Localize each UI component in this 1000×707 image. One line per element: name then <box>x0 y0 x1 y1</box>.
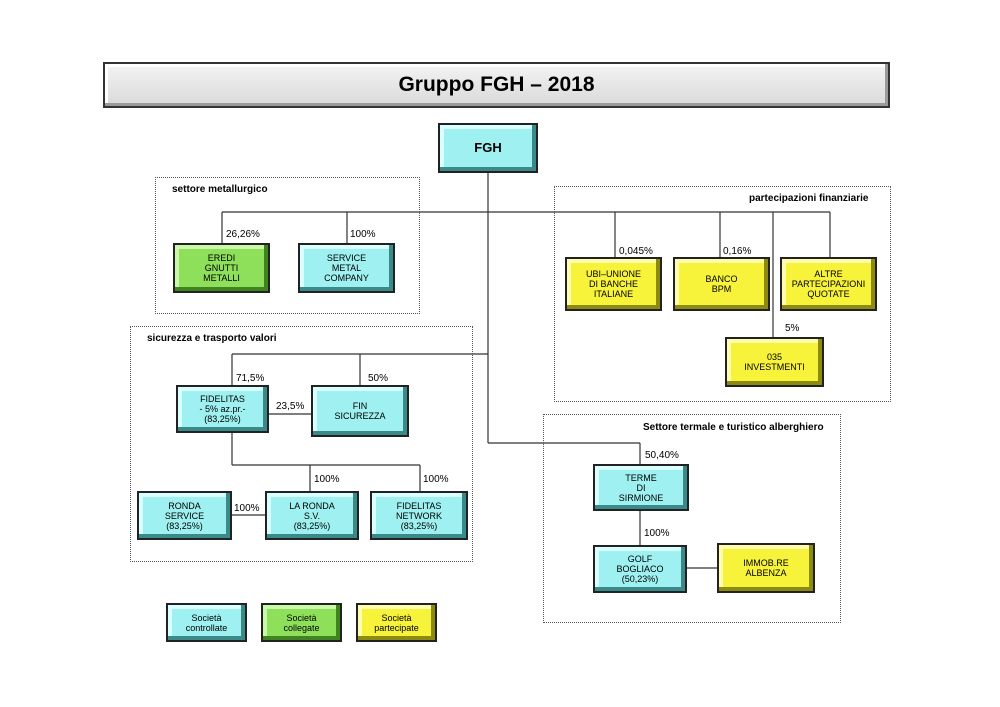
chart-title: Gruppo FGH – 2018 <box>103 62 890 108</box>
node-fgh-label: FGH <box>474 140 502 155</box>
legend-partecipate: Società partecipate <box>357 604 436 641</box>
pct-terme: 50,40% <box>645 450 679 461</box>
pct-fin-sicurezza: 50% <box>368 373 389 384</box>
pct-ronda-service: 100% <box>234 503 260 514</box>
node-fidelitas-label: FIDELITAS - 5% az.pr.- (83,25%) <box>199 394 246 424</box>
node-altre-partecipazioni: ALTRE PARTECIPAZIONI QUOTATE <box>781 258 876 310</box>
sector-finanziarie <box>554 186 891 402</box>
sector-label-sicurezza: sicurezza e trasporto valori <box>147 333 277 344</box>
legend-collegate-label: Società collegate <box>283 612 320 633</box>
node-eredi-gnutti-metalli: EREDI GNUTTI METALLI <box>174 244 269 292</box>
node-la-ronda-label: LA RONDA S.V. (83,25%) <box>289 500 335 531</box>
node-banco-bpm: BANCO BPM <box>674 258 769 310</box>
node-ronda-service-label: RONDA SERVICE (83,25%) <box>164 500 205 531</box>
legend-controllate-label: Società controllate <box>185 612 228 633</box>
node-banco-bpm-label: BANCO BPM <box>705 274 738 294</box>
node-eredi-label: EREDI GNUTTI METALLI <box>203 253 240 283</box>
pct-ubi: 0,045% <box>619 246 653 257</box>
sector-label-finanziarie: partecipazioni finanziarie <box>749 193 869 204</box>
node-fin-sicurezza: FIN SICUREZZA <box>312 386 408 436</box>
node-fidelitas-network-label: FIDELITAS NETWORK (83,25%) <box>396 500 442 531</box>
node-immob-label: IMMOB.RE ALBENZA <box>743 558 789 578</box>
node-fidelitas-network: FIDELITAS NETWORK (83,25%) <box>371 492 467 539</box>
node-fgh: FGH <box>439 124 537 172</box>
pct-fidelitas-fin: 23,5% <box>276 401 305 412</box>
sector-sicurezza <box>130 326 473 562</box>
pct-eredi: 26,26% <box>226 229 260 240</box>
pct-golf: 100% <box>644 528 670 539</box>
node-035-investimenti: 035 INVESTMENTI <box>726 338 823 386</box>
node-terme-di-sirmione: TERME DI SIRMIONE <box>594 465 688 510</box>
node-immob-albenza: IMMOB.RE ALBENZA <box>718 544 814 592</box>
node-service-metal-label: SERVICE METAL COMPANY <box>324 253 369 283</box>
pct-fidelitas-network: 100% <box>423 474 449 485</box>
node-ubi-label: UBI–UNIONE DI BANCHE ITALIANE <box>585 269 641 299</box>
sector-termale <box>543 414 841 623</box>
legend-controllate: Società controllate <box>167 604 246 641</box>
node-ronda-service: RONDA SERVICE (83,25%) <box>138 492 231 539</box>
pct-la-ronda: 100% <box>314 474 340 485</box>
node-altre-label: ALTRE PARTECIPAZIONI QUOTATE <box>791 269 866 299</box>
node-la-ronda: LA RONDA S.V. (83,25%) <box>266 492 358 539</box>
sector-metallurgico <box>155 177 420 314</box>
node-golf-label: GOLF BOGLIACO (50,23%) <box>616 554 664 584</box>
sector-label-metallurgico: settore metallurgico <box>172 184 268 195</box>
title-text: Gruppo FGH – 2018 <box>398 73 595 96</box>
pct-investimenti: 5% <box>785 323 800 334</box>
pct-banco-bpm: 0,16% <box>723 246 752 257</box>
node-terme-label: TERME DI SIRMIONE <box>618 472 664 503</box>
node-golf-bogliaco: GOLF BOGLIACO (50,23%) <box>594 546 686 592</box>
pct-service-metal: 100% <box>350 229 376 240</box>
legend-collegate: Società collegate <box>262 604 341 641</box>
node-fidelitas: FIDELITAS - 5% az.pr.- (83,25%) <box>177 386 268 432</box>
sector-label-termale: Settore termale e turistico alberghiero <box>643 422 824 433</box>
node-investimenti-label: 035 INVESTMENTI <box>744 352 805 372</box>
legend-partecipate-label: Società partecipate <box>374 612 419 633</box>
node-ubi: UBI–UNIONE DI BANCHE ITALIANE <box>566 258 661 310</box>
node-service-metal-company: SERVICE METAL COMPANY <box>299 244 394 292</box>
pct-fidelitas: 71,5% <box>236 373 265 384</box>
node-fin-sicurezza-label: FIN SICUREZZA <box>334 401 386 421</box>
